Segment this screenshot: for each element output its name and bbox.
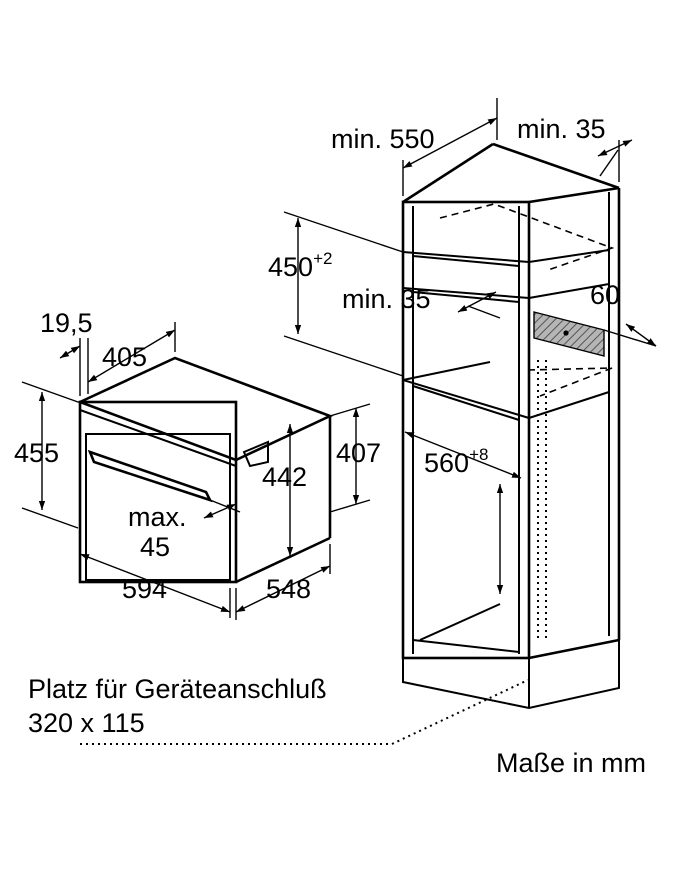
label-455: 455: [14, 438, 59, 468]
label-442: 442: [262, 462, 307, 492]
oven-handle: [87, 449, 213, 503]
label-560: 560+8: [424, 445, 488, 478]
label-19-5: 19,5: [40, 308, 93, 338]
label-units-note: Maße in mm: [496, 748, 646, 778]
oven-dimensions: [21, 322, 371, 620]
label-407: 407: [336, 438, 381, 468]
label-405: 405: [102, 342, 147, 372]
label-548: 548: [266, 574, 311, 604]
label-45: 45: [140, 532, 170, 562]
label-min-550: min. 550: [331, 124, 435, 154]
label-max: max.: [128, 502, 187, 532]
cabinet-dimensions: [283, 98, 657, 594]
label-450: 450+2: [268, 249, 332, 282]
label-connection-space: Platz für Geräteanschluß: [28, 674, 327, 704]
label-connection-size: 320 x 115: [28, 708, 145, 738]
label-450-value: 450: [268, 252, 313, 282]
label-560-sup: +8: [469, 445, 488, 464]
cabinet-front-frame: [401, 200, 531, 660]
connection-leader-line: [80, 679, 529, 745]
label-594: 594: [122, 574, 167, 604]
label-560-value: 560: [424, 448, 469, 478]
label-450-sup: +2: [313, 249, 332, 268]
label-60: 60: [590, 280, 620, 310]
tall-cabinet: [401, 142, 621, 710]
ventilation-cutout: [533, 311, 605, 357]
label-min-35-top: min. 35: [517, 114, 606, 144]
label-min-35-middle: min. 35: [342, 284, 431, 314]
